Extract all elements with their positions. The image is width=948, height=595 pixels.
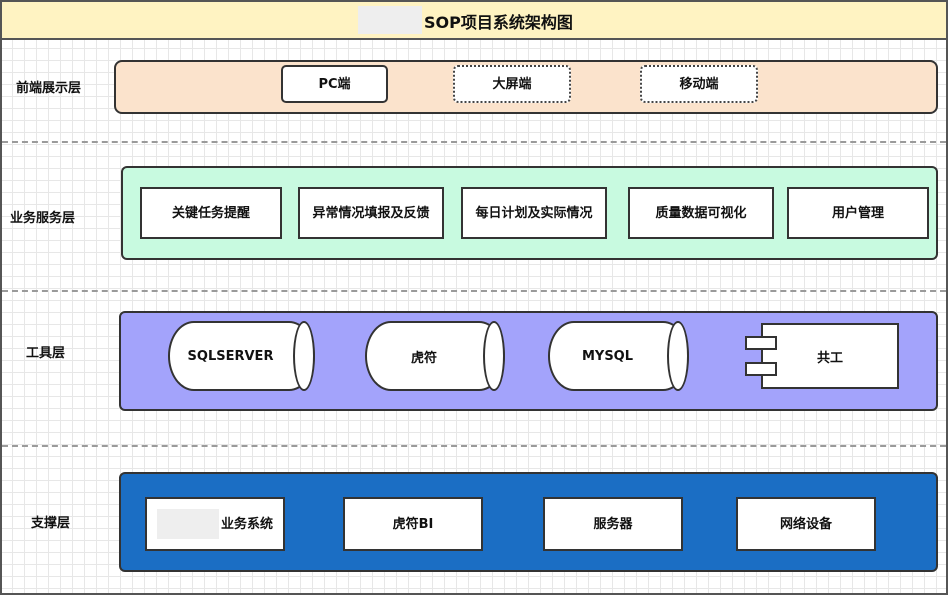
component-exception-report: 异常情况填报及反馈 <box>298 187 444 239</box>
component-quality-visualization: 质量数据可视化 <box>628 187 774 239</box>
cylinder-cap <box>483 321 505 391</box>
component-user-management: 用户管理 <box>787 187 929 239</box>
component-tab <box>745 336 777 350</box>
component-key-task-reminder: 关键任务提醒 <box>140 187 282 239</box>
component-tab <box>745 362 777 376</box>
cylinder-body <box>548 321 689 391</box>
component-pc: PC端 <box>281 65 388 103</box>
redacted-block <box>156 509 219 539</box>
component-network-device: 网络设备 <box>736 497 876 551</box>
component-gonggong: 共工 <box>745 323 901 391</box>
cylinder-label: SQLSERVER <box>187 348 274 364</box>
component-body: 共工 <box>761 323 899 389</box>
cylinder-cap <box>293 321 315 391</box>
component-mobile: 移动端 <box>640 65 758 103</box>
component-daily-plan: 每日计划及实际情况 <box>461 187 607 239</box>
layer-label-support: 支撑层 <box>31 516 71 531</box>
component-server: 服务器 <box>543 497 683 551</box>
database-sqlserver: SQLSERVER <box>168 321 315 391</box>
layer-divider <box>2 290 946 292</box>
database-hufu: 虎符 <box>365 321 505 391</box>
component-business-system-label: 业务系统 <box>220 516 273 532</box>
database-mysql: MYSQL <box>548 321 689 391</box>
cylinder-cap <box>667 321 689 391</box>
cylinder-label: MYSQL <box>581 348 634 364</box>
component-hufu-bi: 虎符BI <box>343 497 483 551</box>
redacted-block <box>358 6 422 34</box>
layer-label-frontend: 前端展示层 <box>16 81 82 96</box>
title-bar: SOP项目系统架构图 <box>0 0 948 40</box>
component-big-screen: 大屏端 <box>453 65 571 103</box>
cylinder-label: 虎符 <box>410 350 437 366</box>
component-business-system: 业务系统 <box>145 497 285 551</box>
cylinder-body <box>365 321 505 391</box>
layer-label-tools: 工具层 <box>26 346 66 361</box>
layer-divider <box>2 141 946 143</box>
layer-label-business: 业务服务层 <box>10 211 76 226</box>
layer-divider <box>2 445 946 447</box>
diagram-title: SOP项目系统架构图 <box>424 13 573 32</box>
